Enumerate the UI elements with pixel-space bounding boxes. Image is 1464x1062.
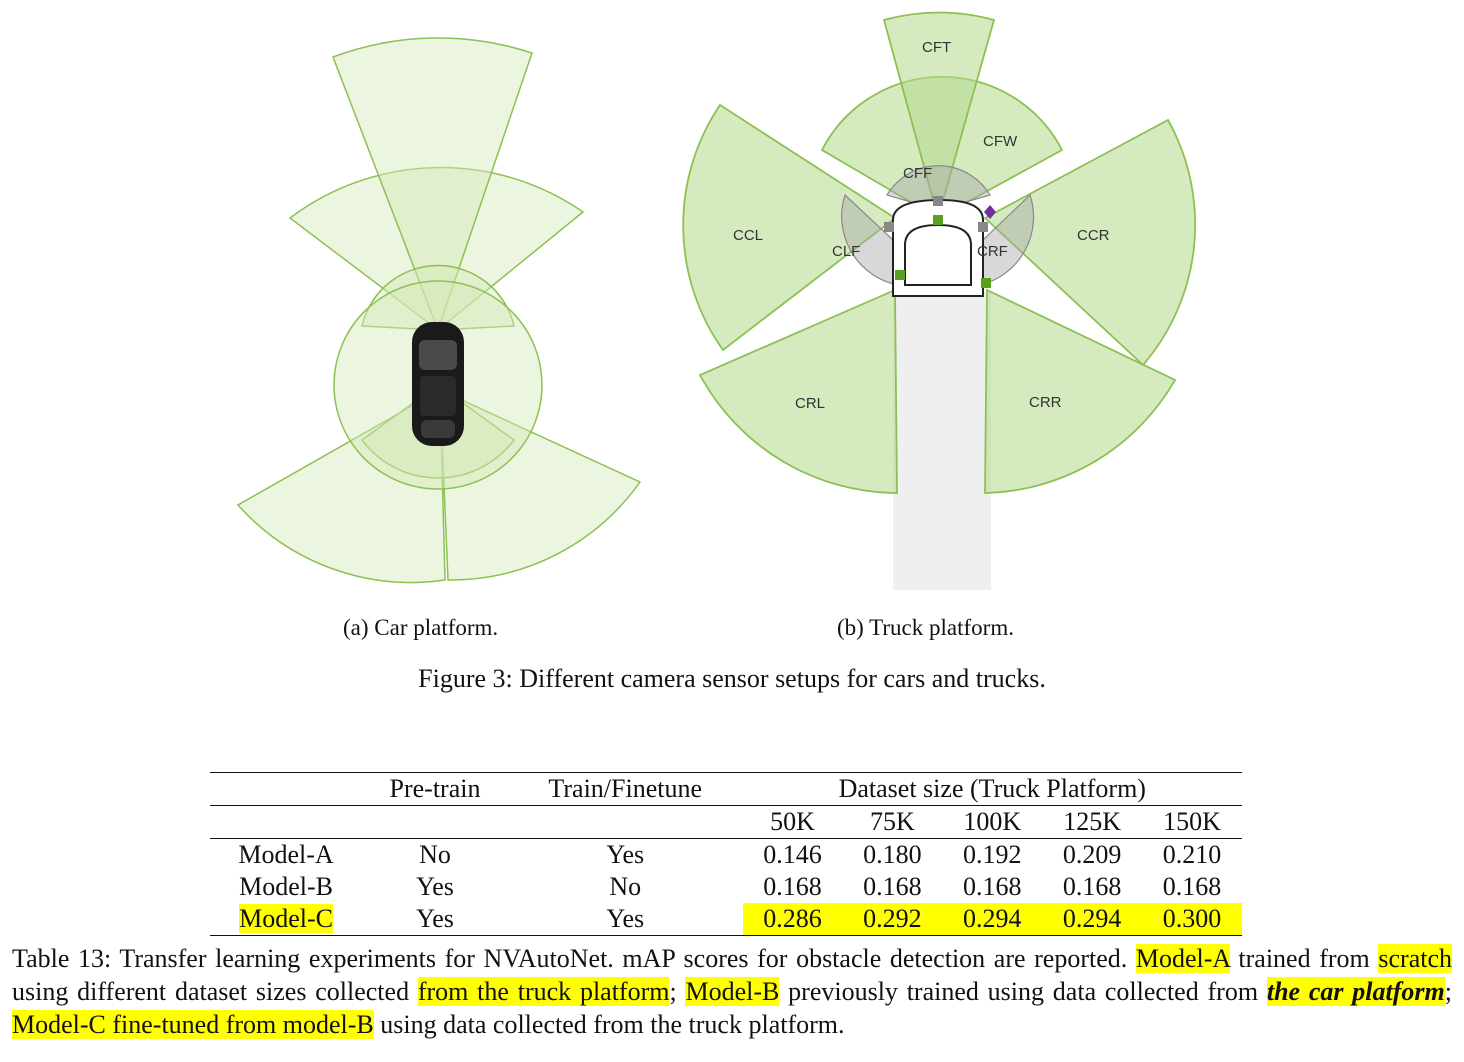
value-cell: 0.168 xyxy=(962,872,1022,901)
car-front-narrow-sector xyxy=(332,37,533,333)
label-ccr: CCR xyxy=(1077,227,1110,244)
car-rear-right-sector xyxy=(439,388,642,581)
sector-cff xyxy=(886,165,991,211)
caption-highlight: scratch xyxy=(1378,944,1452,973)
car-platform-diagram xyxy=(236,37,642,584)
value-cell: 0.168 xyxy=(1062,872,1122,901)
value-cell: 0.168 xyxy=(1162,872,1222,901)
subcaption-car: (a) Car platform. xyxy=(343,615,499,640)
value-cell: 0.146 xyxy=(742,838,843,871)
value-cell: 0.210 xyxy=(1142,838,1242,871)
train-cell: Yes xyxy=(507,903,743,936)
pretrain-cell: No xyxy=(362,838,508,871)
car-front-wide-sector xyxy=(288,166,585,331)
sector-clf xyxy=(841,193,899,286)
model-name: Model-A xyxy=(210,838,363,871)
value-cell: 0.180 xyxy=(842,838,943,871)
value-cell: 0.168 xyxy=(863,872,922,901)
caption-text: using data collected from the truck plat… xyxy=(373,1010,845,1039)
sector-crl xyxy=(698,288,898,494)
label-cff: CFF xyxy=(903,165,932,182)
value-cell: 0.286 xyxy=(742,903,843,936)
size-cell: 125K xyxy=(1042,805,1143,839)
header-dataset: Dataset size (Truck Platform) xyxy=(742,772,1242,806)
caption-text: using different dataset sizes collected xyxy=(12,977,418,1006)
label-crl: CRL xyxy=(795,395,825,412)
label-crf: CRF xyxy=(977,243,1008,260)
results-table: Pre-train Train/Finetune Dataset size (T… xyxy=(210,772,1242,936)
size-cell: 100K xyxy=(942,805,1043,839)
value-cell: 0.300 xyxy=(1142,903,1242,936)
caption-highlight: Model-C fine-tuned from model-B xyxy=(12,1010,374,1039)
label-cfw: CFW xyxy=(983,133,1018,150)
value-cell: 0.292 xyxy=(842,903,943,936)
header-train: Train/Finetune xyxy=(507,772,743,806)
caption-text: ; xyxy=(1444,977,1452,1006)
train-cell: No xyxy=(609,872,642,901)
caption-highlight: Model-B xyxy=(685,977,780,1006)
train-cell: Yes xyxy=(507,838,743,871)
sector-crr xyxy=(984,288,1177,494)
car-icon xyxy=(412,322,464,446)
car-rear-left-sector xyxy=(236,388,446,584)
value-cell: 0.192 xyxy=(942,838,1043,871)
truck-cab xyxy=(892,198,984,297)
pretrain-cell: Yes xyxy=(416,872,454,901)
value-cell: 0.168 xyxy=(763,872,822,901)
label-ccl: CCL xyxy=(733,227,763,244)
caption-text: previously trained using data collected … xyxy=(779,977,1267,1006)
trailer xyxy=(893,292,991,590)
size-cell: 75K xyxy=(842,805,943,839)
table-row: Model-A No Yes 0.146 0.180 0.192 0.209 0… xyxy=(210,838,1242,871)
caption-highlight: Model-A xyxy=(1135,944,1230,973)
table-size-row: 50K 75K 100K 125K 150K xyxy=(210,805,1242,839)
value-cell: 0.209 xyxy=(1042,838,1143,871)
table-row: Model-C Yes Yes 0.286 0.292 0.294 0.294 … xyxy=(210,903,1242,936)
value-cell: 0.294 xyxy=(942,903,1043,936)
subcaption-truck: (b) Truck platform. xyxy=(837,615,1014,640)
label-crr: CRR xyxy=(1029,394,1062,411)
size-cell: 50K xyxy=(742,805,843,839)
caption-text: Table 13: Transfer learning experiments … xyxy=(12,944,1136,973)
table-header-row: Pre-train Train/Finetune Dataset size (T… xyxy=(210,772,1242,806)
header-pretrain: Pre-train xyxy=(362,772,508,806)
table-row: Model-B Yes No 0.168 0.168 0.168 0.168 0… xyxy=(210,871,1242,903)
caption-highlight: from the truck platform xyxy=(417,977,670,1006)
label-clf: CLF xyxy=(832,243,860,260)
value-cell: 0.294 xyxy=(1042,903,1143,936)
pretrain-cell: Yes xyxy=(362,903,508,936)
table-caption: Table 13: Transfer learning experiments … xyxy=(12,942,1452,1041)
caption-highlight: the car platform xyxy=(1266,977,1445,1006)
sensor-markers xyxy=(884,196,996,288)
sector-cft xyxy=(882,11,996,222)
label-cft: CFT xyxy=(922,39,951,56)
size-cell: 150K xyxy=(1142,805,1242,839)
sector-ccr xyxy=(983,118,1197,367)
caption-text: trained from xyxy=(1229,944,1379,973)
sector-ccl xyxy=(682,103,897,352)
truck-platform-diagram: CFT CFW CFF CCL CLF CRF CCR CRL CRR xyxy=(682,11,1197,590)
caption-text: ; xyxy=(669,977,686,1006)
figure-caption: Figure 3: Different camera sensor setups… xyxy=(418,664,1046,693)
model-name: Model-B xyxy=(239,872,333,901)
car-front-small-sector xyxy=(361,264,515,331)
model-name: Model-C xyxy=(239,904,333,933)
